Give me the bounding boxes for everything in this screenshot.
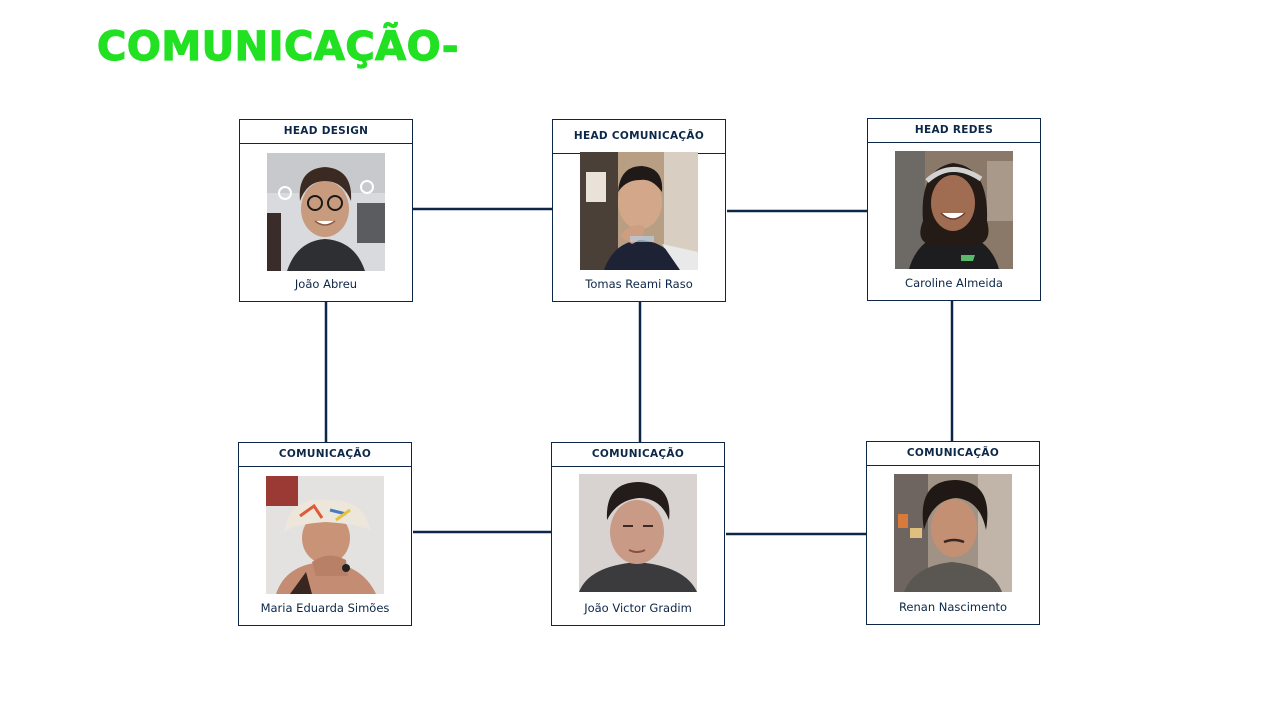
card-role: COMUNICAÇÃO <box>552 443 724 467</box>
card-role: HEAD COMUNICAÇÃO <box>553 120 725 154</box>
card-member-name: Tomas Reami Raso <box>585 277 693 291</box>
member-card-head-redes: HEAD REDES Caroline Almeida <box>867 118 1041 301</box>
card-member-name: Caroline Almeida <box>905 276 1003 290</box>
person-photo-icon <box>894 474 1012 592</box>
card-role: COMUNICAÇÃO <box>867 442 1039 466</box>
person-photo-icon <box>267 153 385 271</box>
member-photo <box>579 474 697 592</box>
member-card-comunicacao-3: COMUNICAÇÃO Renan Nascimento <box>866 441 1040 625</box>
card-role: COMUNICAÇÃO <box>239 443 411 467</box>
person-photo-icon <box>266 476 384 594</box>
page-title: COMUNICAÇÃO- <box>96 23 459 70</box>
member-card-head-comunicacao: HEAD COMUNICAÇÃO Tomas Reami Raso <box>552 119 726 302</box>
person-photo-icon <box>579 474 697 592</box>
card-member-name: João Abreu <box>294 277 358 291</box>
card-role: HEAD REDES <box>868 119 1040 143</box>
member-card-comunicacao-1: COMUNICAÇÃO Maria Eduarda Simões <box>238 442 412 626</box>
card-member-name: João Victor Gradim <box>584 601 692 615</box>
member-card-comunicacao-2: COMUNICAÇÃO João Victor Gradim <box>551 442 725 626</box>
person-photo-icon <box>895 151 1013 269</box>
member-photo <box>894 474 1012 592</box>
member-card-head-design: HEAD DESIGN João Abreu <box>239 119 413 302</box>
person-photo-icon <box>580 152 698 270</box>
member-photo <box>580 152 698 270</box>
card-member-name: Maria Eduarda Simões <box>260 601 390 615</box>
member-photo <box>895 151 1013 269</box>
card-member-name: Renan Nascimento <box>898 600 1008 614</box>
card-role: HEAD DESIGN <box>240 120 412 144</box>
member-photo <box>266 476 384 594</box>
member-photo <box>267 153 385 271</box>
